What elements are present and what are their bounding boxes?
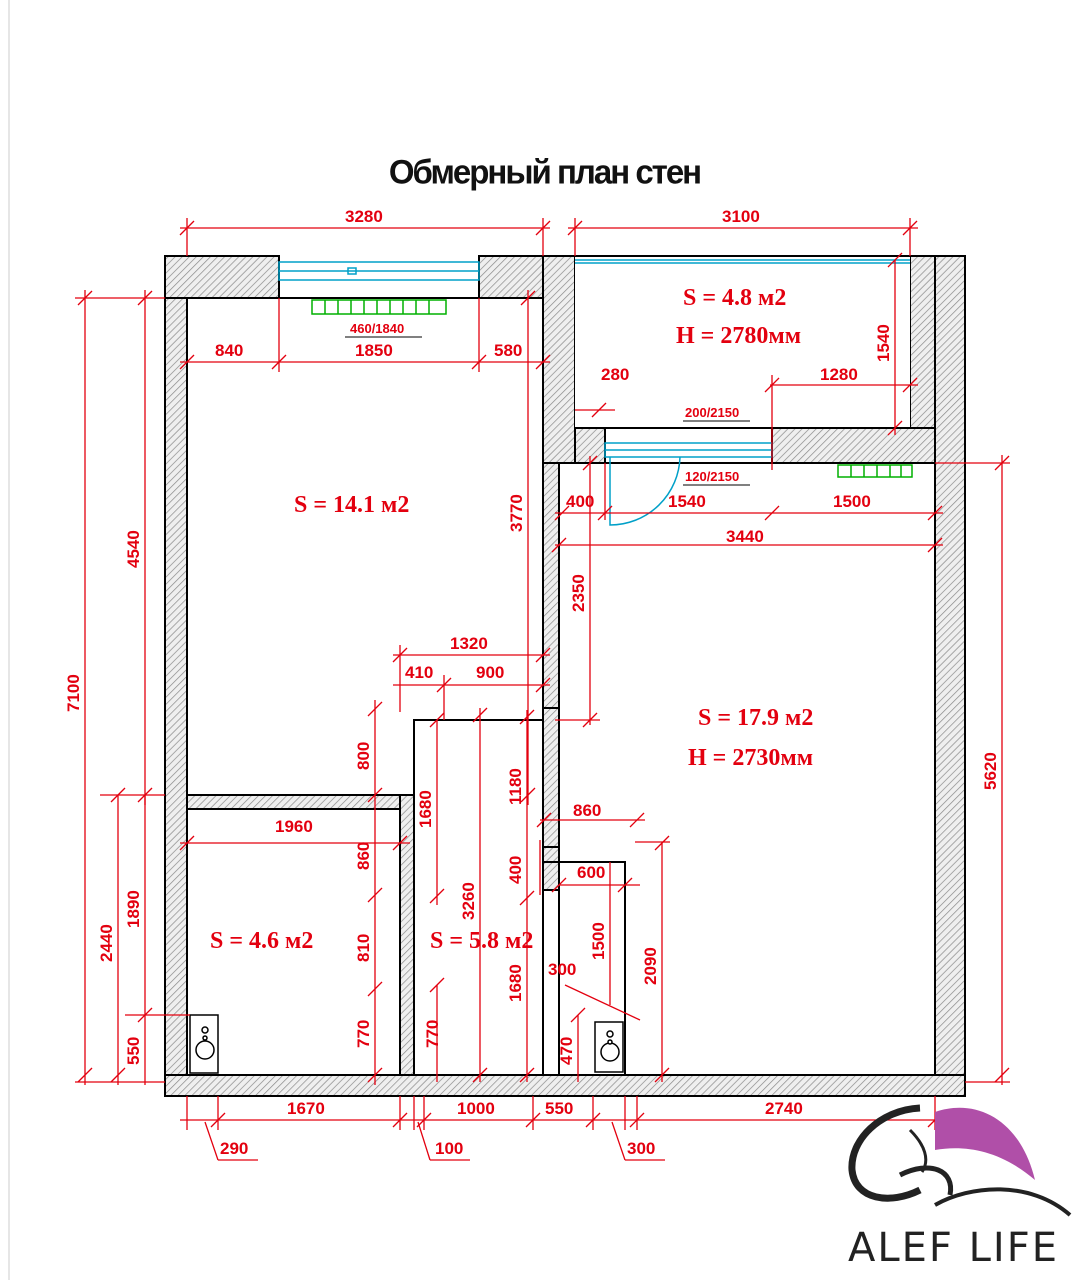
dim-800: 800	[354, 742, 373, 770]
dim-bottom-550: 550	[545, 1099, 573, 1118]
dim-770a: 770	[354, 1020, 373, 1048]
dim-600: 600	[577, 863, 605, 882]
room4-area: S = 4.6 м2	[210, 928, 313, 954]
dim-400v: 400	[506, 856, 525, 884]
dim-4540: 4540	[124, 530, 143, 568]
room2-height: H = 2780мм	[676, 323, 801, 349]
room-fills	[186, 256, 936, 1076]
dim-bottom-100: 100	[435, 1139, 463, 1158]
riser-room4	[189, 1014, 219, 1074]
dim-1960: 1960	[275, 817, 313, 836]
dim-2090: 2090	[641, 947, 660, 985]
dim-410: 410	[405, 663, 433, 682]
wall-top-left	[164, 255, 280, 299]
dim-1680b: 1680	[506, 964, 525, 1002]
dim-2350: 2350	[569, 574, 588, 612]
brand-name: ALEF LIFE	[848, 1225, 1060, 1271]
dim-860v: 860	[354, 842, 373, 870]
wall-room1-room2	[542, 255, 576, 464]
dim-840: 840	[215, 341, 243, 360]
dim-5620: 5620	[981, 752, 1000, 790]
door1-label: 120/2150	[685, 469, 739, 484]
dim-1280: 1280	[820, 365, 858, 384]
dim-900: 900	[476, 663, 504, 682]
dim-bottom-2740: 2740	[765, 1099, 803, 1118]
dim-860a: 860	[573, 801, 601, 820]
page-edge	[8, 0, 10, 1280]
window2-label: 200/2150	[685, 405, 739, 420]
dim-300a: 300	[548, 960, 576, 979]
dim-1540-v: 1540	[874, 324, 893, 362]
dim-1320: 1320	[450, 634, 488, 653]
dim-770b: 770	[423, 1020, 442, 1048]
radiator-room3	[837, 464, 913, 478]
dim-bottom-1670: 1670	[287, 1099, 325, 1118]
radiator-room1	[311, 299, 447, 315]
dim-7100: 7100	[64, 674, 83, 712]
walls	[164, 255, 966, 1097]
dim-top-left: 3280	[345, 207, 383, 226]
wall-bottom	[164, 1074, 966, 1097]
dim-400a: 400	[566, 492, 594, 511]
dim-1680a: 1680	[416, 790, 435, 828]
room4-floor	[186, 808, 401, 1076]
wall-under-room2-right	[771, 427, 936, 464]
dim-bottom-290: 290	[220, 1139, 248, 1158]
dim-1500: 1500	[833, 492, 871, 511]
dim-810: 810	[354, 934, 373, 962]
room3-area: S = 17.9 м2	[698, 705, 813, 731]
room-labels: S = 14.1 м2 S = 4.8 м2 H = 2780мм S = 17…	[210, 285, 813, 954]
wall-left	[164, 255, 188, 1097]
room5-area: S = 5.8 м2	[430, 928, 533, 954]
dim-3260: 3260	[459, 882, 478, 920]
dimension-lines	[75, 218, 1010, 1161]
room1-area: S = 14.1 м2	[294, 492, 409, 518]
dim-2440: 2440	[97, 924, 116, 962]
page-title: Обмерный план стен	[388, 152, 702, 191]
brand-logo	[848, 1104, 1072, 1217]
dim-1540: 1540	[668, 492, 706, 511]
dim-top-right: 3100	[722, 207, 760, 226]
room3-height: H = 2730мм	[688, 745, 813, 771]
riser-kitchen	[594, 1021, 624, 1073]
wall-room1-right	[542, 462, 560, 721]
room2-floor	[575, 256, 910, 428]
dim-1180: 1180	[506, 768, 525, 805]
window-room2	[575, 259, 910, 264]
dim-280: 280	[601, 365, 629, 384]
dim-3440: 3440	[726, 527, 764, 546]
dimension-labels: 3280 3100 460/1840 840 1850 580 280 1280…	[64, 207, 1000, 1158]
dim-1850: 1850	[355, 341, 393, 360]
dim-3770: 3770	[507, 494, 526, 532]
dim-bottom-300: 300	[627, 1139, 655, 1158]
window-room1	[278, 261, 480, 281]
wall-right	[934, 255, 966, 1097]
dim-550v: 550	[124, 1037, 143, 1065]
room2-area: S = 4.8 м2	[683, 285, 786, 311]
window1-label: 460/1840	[350, 321, 404, 336]
dim-1500v: 1500	[589, 922, 608, 960]
dim-1890: 1890	[124, 890, 143, 928]
dim-580: 580	[494, 341, 522, 360]
dim-bottom-1000: 1000	[457, 1099, 495, 1118]
dim-470: 470	[557, 1037, 576, 1065]
